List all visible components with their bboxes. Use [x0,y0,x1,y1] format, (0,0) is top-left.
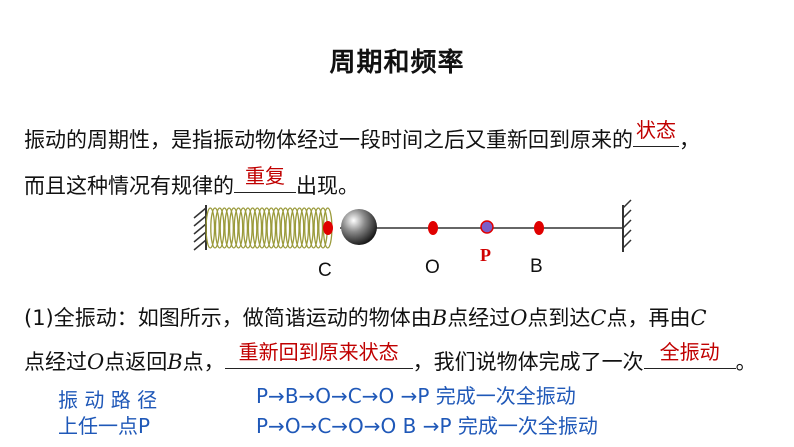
spring-coil [285,207,295,249]
spring-coil [214,207,225,249]
label-o: O [425,257,440,278]
paragraph2-line-2: 点经过O点返回B点， 重新回到原来状态 ，我们说物体完成了一次全振动。 [24,340,757,376]
spring-coil [247,207,258,249]
spring-coil [313,207,324,249]
spring-coil [266,207,277,249]
var-b2: B [167,350,183,374]
spring-coil [210,207,220,249]
var-b: B [431,306,448,330]
spring-coil [233,207,244,249]
spring-coil [280,207,291,249]
spring-coil [205,207,216,249]
spring-coil [275,207,286,249]
label-b: B [530,256,543,277]
line1-text: 振动的周期性，是指振动物体经过一段时间之后又重新回到原来的 [24,128,633,152]
answer-blank-full-vibration: 全振动 [643,340,736,369]
p2-l2-text-4: ，我们说物体完成了一次 [412,350,644,374]
point-b-marker [534,221,544,235]
answer-return-state: 重新回到原来状态 [238,340,399,364]
note-right-line-1: P→B→O→C→O →P 完成一次全振动 [256,384,576,408]
spring-coil [257,207,267,249]
p2-text-2: 点经过 [447,306,511,330]
var-c: C [590,306,607,330]
spring-coil [299,207,310,249]
point-p-marker [480,220,494,234]
spring-coil [261,207,272,249]
spring-coil [243,207,253,249]
answer-blank-return: 重新回到原来状态 [224,340,413,369]
page-title: 周期和频率 [329,48,465,78]
answer-blank-state: 状态 [633,118,679,147]
label-p: P [480,245,491,265]
spring-coil [224,207,234,249]
spring-coil [308,207,319,249]
answer-repeat: 重复 [245,164,285,188]
var-o: O [510,306,528,330]
line1-tail: ， [679,128,700,152]
right-wall [622,199,632,252]
line2-tail: 出现。 [296,174,359,198]
spring-coil [271,207,281,249]
p2-l2-text-5: 。 [735,350,757,374]
spring-coil [228,207,239,249]
p2-l2-text-3: 点， [182,350,225,374]
left-wall [193,205,207,251]
answer-blank-repeat: 重复 [234,164,296,193]
ball [341,209,377,245]
spring-coil [219,207,230,249]
note-right-line-2: P→O→C→O→O B →P 完成一次全振动 [256,414,598,438]
paragraph-line-1: 振动的周期性，是指振动物体经过一段时间之后又重新回到原来的状态， [24,118,700,154]
point-o-marker [428,221,438,235]
p2-text-1: (1)全振动：如图所示，做简谐运动的物体由 [24,306,432,330]
spring-coil [294,207,305,249]
answer-full-vibration: 全振动 [659,340,720,364]
spring [205,207,333,249]
label-c: C [318,260,332,281]
answer-state: 状态 [636,118,676,142]
var-o2: O [87,350,105,374]
spring-coil [252,207,263,249]
p2-l2-text-2: 点返回 [104,350,168,374]
spring-coil [304,207,314,249]
note-left-line-2: 上任一点P [58,414,151,438]
spring-coil [238,207,249,249]
point-c-marker [323,221,333,235]
paragraph2-line-1: (1)全振动：如图所示，做简谐运动的物体由B点经过O点到达C点，再由C [24,302,707,332]
line2-text: 而且这种情况有规律的 [24,174,234,198]
var-c2: C [690,306,707,330]
note-left-line-1: 振 动 路 径 [58,388,158,412]
p2-text-4: 点，再由 [606,306,691,330]
p2-l2-text-1: 点经过 [24,350,87,374]
spring-coil [289,207,300,249]
p2-text-3: 点到达 [527,306,591,330]
paragraph-line-2: 而且这种情况有规律的重复出现。 [24,164,359,200]
